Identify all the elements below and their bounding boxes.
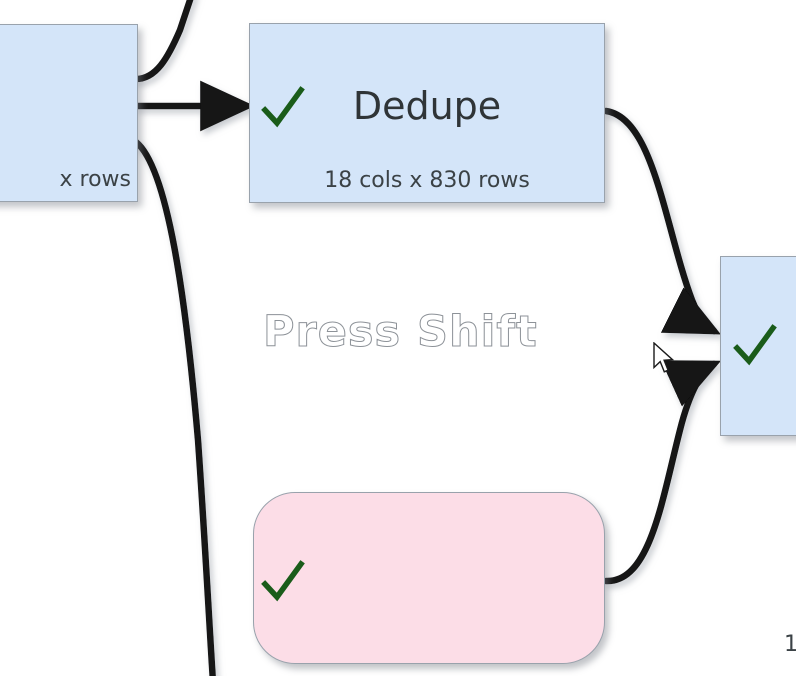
node-subtitle: 18 cols x 830 rows bbox=[324, 168, 530, 193]
edge-upstream-to-offscreen-top bbox=[132, 0, 194, 83]
node-subtitle: 1 bbox=[784, 632, 796, 657]
pipeline-node-join[interactable]: 1 bbox=[720, 256, 796, 657]
pipeline-node-upstream[interactable]: x rows bbox=[0, 24, 138, 202]
edge-dedupe-to-join bbox=[602, 107, 721, 335]
node-subtitle: x rows bbox=[59, 167, 132, 192]
press-shift-hint-label: Press Shift bbox=[263, 307, 538, 358]
edge-taxrates-to-join bbox=[602, 360, 722, 585]
pipeline-node-dedupe[interactable]: Dedupe 18 cols x 830 rows bbox=[249, 23, 605, 203]
arrow-pointer-icon bbox=[653, 342, 675, 373]
pipeline-node-tax-rates-csv[interactable]: tax-rates.csv 11 cols x 70 rows bbox=[253, 492, 605, 664]
edge-upstream-to-offscreen-bottom bbox=[132, 138, 216, 676]
node-title: Dedupe bbox=[352, 84, 502, 128]
